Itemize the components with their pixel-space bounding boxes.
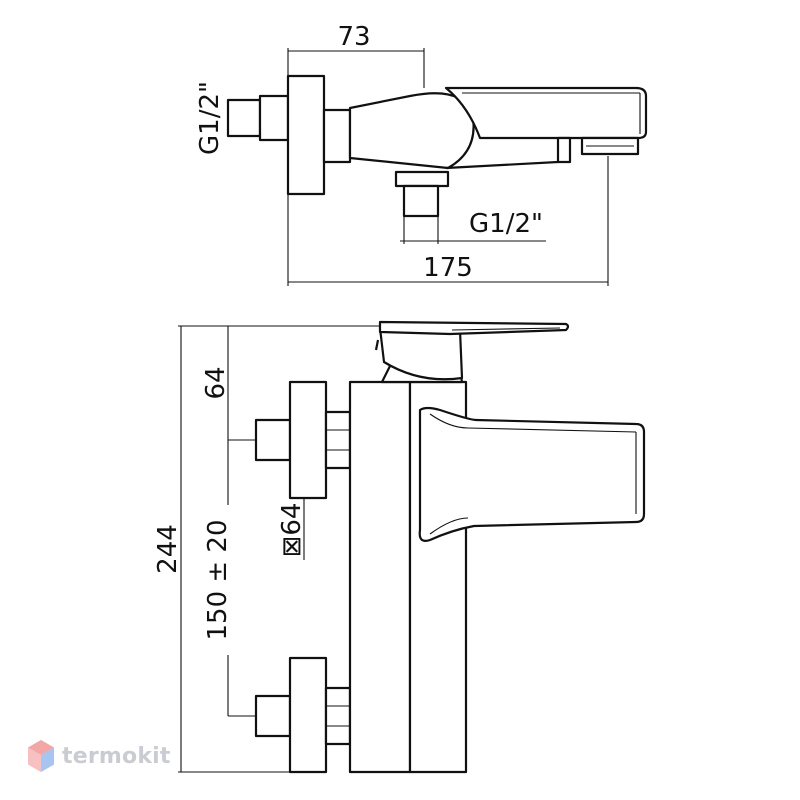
- lower-flange: [288, 656, 328, 774]
- top-wall-flange: [286, 74, 326, 196]
- left-inlet-nut: [258, 94, 290, 142]
- dim-175-label: 175: [423, 253, 473, 283]
- dim-73-label: 73: [337, 22, 370, 52]
- mixer-body: [348, 380, 412, 774]
- thread-left-label: G1/2": [195, 81, 225, 155]
- dim-244-label: 244: [153, 524, 183, 574]
- dim-flange-label: ⊠64: [277, 503, 307, 558]
- lower-inlet-stub: [254, 694, 292, 738]
- lower-inlet-stub: [402, 184, 440, 218]
- top-outlet-small: [556, 136, 572, 164]
- top-view: 73 G1/2" 175 G1/2": [195, 22, 648, 286]
- lower-nut: [324, 686, 352, 746]
- lower-inlet-nut: [394, 170, 450, 188]
- upper-nut: [324, 410, 352, 470]
- hexagon-logo-icon: [28, 740, 54, 772]
- thread-right-label: G1/2": [469, 209, 543, 239]
- upper-flange: [288, 380, 328, 500]
- top-body-connector: [322, 108, 352, 164]
- top-spout: [444, 86, 648, 140]
- front-spout: [418, 406, 646, 542]
- top-lever-body: [348, 92, 475, 170]
- dim-64-label: 64: [201, 366, 231, 399]
- watermark: termokit: [26, 736, 171, 776]
- front-view: 244 64 150 ± 20 ⊠64: [153, 320, 646, 774]
- left-inlet-stub: [226, 98, 262, 138]
- upper-inlet-stub: [254, 418, 292, 462]
- watermark-text: termokit: [62, 743, 171, 769]
- lever-handle: [378, 320, 570, 336]
- lever-base: [378, 326, 464, 381]
- dim-150-label: 150 ± 20: [203, 519, 233, 640]
